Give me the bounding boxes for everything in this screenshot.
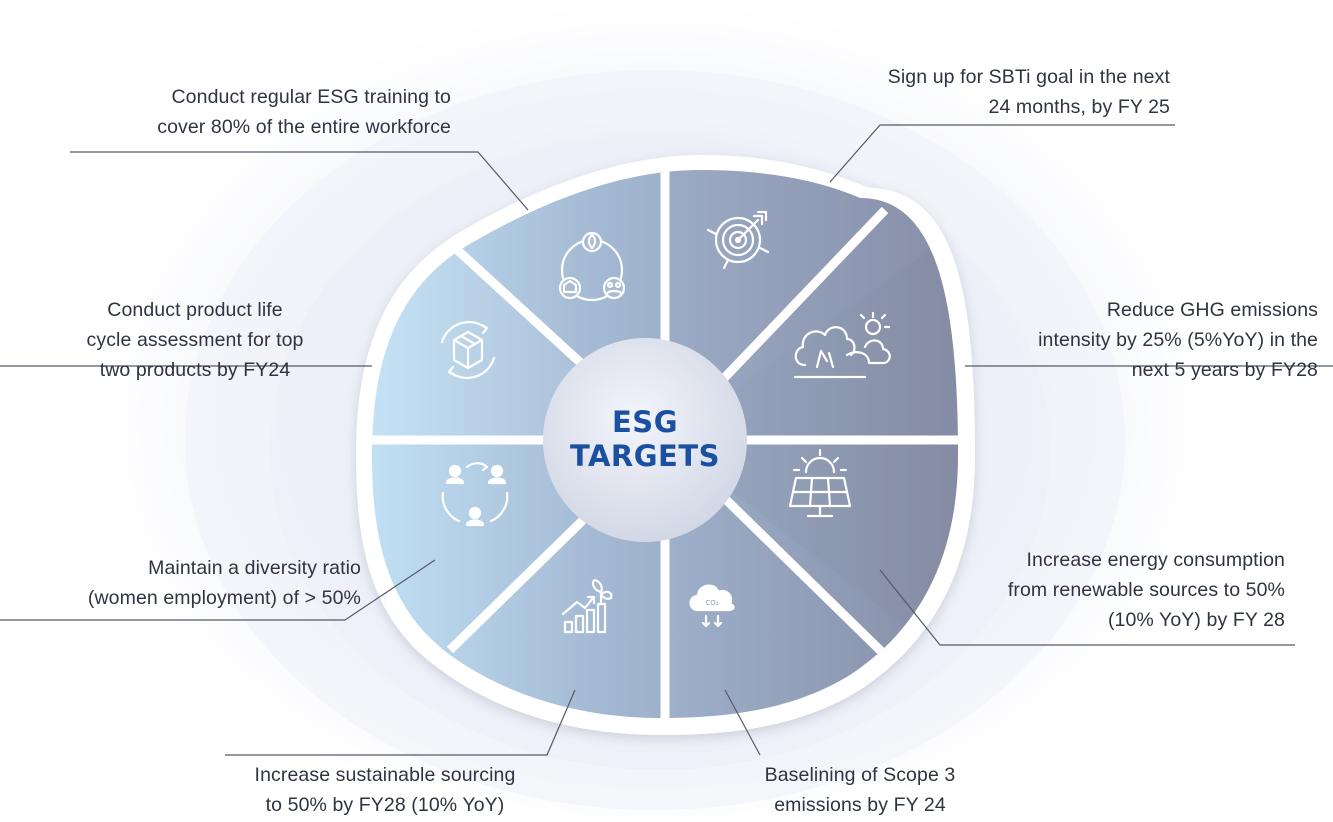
co2-cloud-icon — [689, 584, 735, 628]
target-label-sourcing: Increase sustainable sourcing to 50% by … — [254, 764, 516, 816]
connector-line-sourcing — [225, 689, 576, 756]
center-title-line2: TARGETS — [569, 439, 721, 473]
target-label-lca: Conduct product life cycle assessment fo… — [86, 299, 304, 381]
community-training-icon — [558, 231, 626, 302]
target-label-training: Conduct regular ESG training to cover 80… — [157, 86, 451, 138]
target-label-diversity: Maintain a diversity ratio (women employ… — [87, 557, 361, 609]
center-title-line1: ESG — [612, 405, 678, 439]
center-title: ESG TARGETS — [550, 405, 740, 473]
connector-line-scope3 — [724, 689, 761, 756]
target-icon — [706, 210, 770, 270]
co2-label: CO₂ — [705, 599, 718, 607]
target-label-scope3: Baselining of Scope 3 emissions by FY 24 — [764, 764, 956, 816]
connector-line-training — [70, 151, 529, 211]
growth-chart-plant-icon — [561, 578, 613, 634]
diversity-people-icon — [441, 462, 509, 527]
target-label-ghg: Reduce GHG emissions intensity by 25% (5… — [1038, 299, 1318, 381]
target-label-sbti: Sign up for SBTi goal in the next 24 mon… — [887, 66, 1170, 118]
connector-line-sbti — [829, 124, 1175, 183]
connector-line-energy — [879, 569, 1295, 646]
weather-cloud-sun-icon — [793, 311, 891, 379]
connector-line-diversity — [0, 559, 436, 621]
center-circle — [543, 338, 747, 542]
solar-panel-icon — [788, 448, 852, 518]
product-box-cycle-icon — [440, 321, 496, 379]
target-label-energy: Increase energy consumption from renewab… — [1007, 549, 1285, 631]
